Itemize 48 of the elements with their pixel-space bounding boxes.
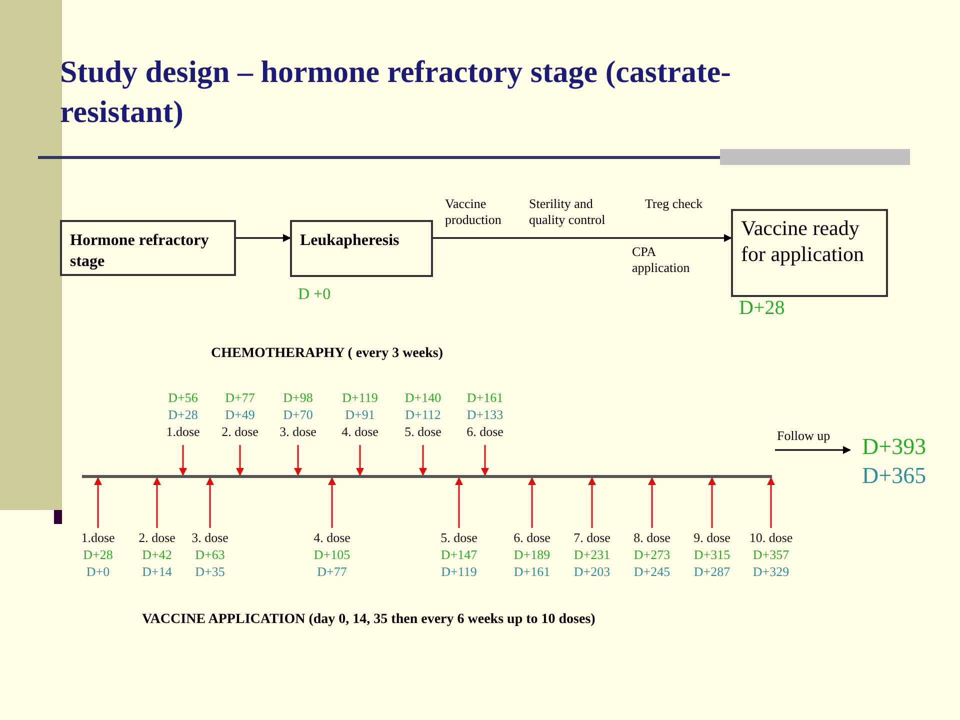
note-text: Vaccine production (445, 196, 502, 228)
title: Study design – hormone refractory stage (castrate-resistant) (60, 53, 732, 131)
dose-label: 4. dose D+105 D+77 (303, 529, 361, 581)
arrow (528, 477, 536, 528)
process-box: Hormone refractory stage (60, 220, 236, 276)
arrow (433, 234, 732, 242)
arrow (206, 477, 214, 528)
day-label: D+28 (739, 296, 785, 321)
dose-label: 7. dose D+231 D+203 (563, 529, 621, 581)
arrow (708, 477, 716, 528)
note-text: Sterility and quality control (529, 196, 606, 228)
note-text: CHEMOTHERAPHY ( every 3 weeks) (211, 346, 444, 362)
arrow (648, 477, 656, 528)
arrow (481, 445, 489, 476)
dose-label: D+393 D+365 (862, 432, 942, 490)
arrow (775, 446, 851, 454)
note-text: VACCINE APPLICATION (day 0, 14, 35 then every 6 weeks up to 10 doses) (142, 612, 596, 628)
arrow (179, 445, 187, 476)
process-box: Vaccine ready for application (731, 209, 888, 297)
dose-label: D+77 D+49 2. dose (210, 389, 270, 444)
dose-label: 8. dose D+273 D+245 (623, 529, 681, 581)
edge-label: Follow up (777, 427, 830, 445)
dose-label: 1.dose D+28 D+0 (69, 529, 127, 581)
note-text: CPA application (632, 244, 691, 276)
note-text: Treg check (645, 196, 704, 212)
dose-label: D+140 D+112 5. dose (393, 389, 453, 444)
timeline-bar (82, 475, 772, 478)
arrow (455, 477, 463, 528)
arrow (294, 445, 302, 476)
arrow (94, 477, 102, 528)
arrow (236, 445, 244, 476)
dose-label: D+56 D+28 1.dose (153, 389, 213, 444)
arrow (328, 477, 336, 528)
dose-label: D+98 D+70 3. dose (268, 389, 328, 444)
dose-label: D+161 D+133 6. dose (455, 389, 515, 444)
process-box: Leukapheresis (290, 220, 433, 277)
arrow (767, 477, 775, 528)
dose-label: D+119 D+91 4. dose (330, 389, 390, 444)
dose-label: 9. dose D+315 D+287 (683, 529, 741, 581)
day-label: D +0 (298, 285, 331, 305)
arrow (419, 445, 427, 476)
dose-label: 10. dose D+357 D+329 (742, 529, 800, 581)
arrow (153, 477, 161, 528)
arrow (236, 234, 291, 242)
dose-label: 6. dose D+189 D+161 (503, 529, 561, 581)
dose-label: 5. dose D+147 D+119 (430, 529, 488, 581)
arrow (588, 477, 596, 528)
arrow (356, 445, 364, 476)
